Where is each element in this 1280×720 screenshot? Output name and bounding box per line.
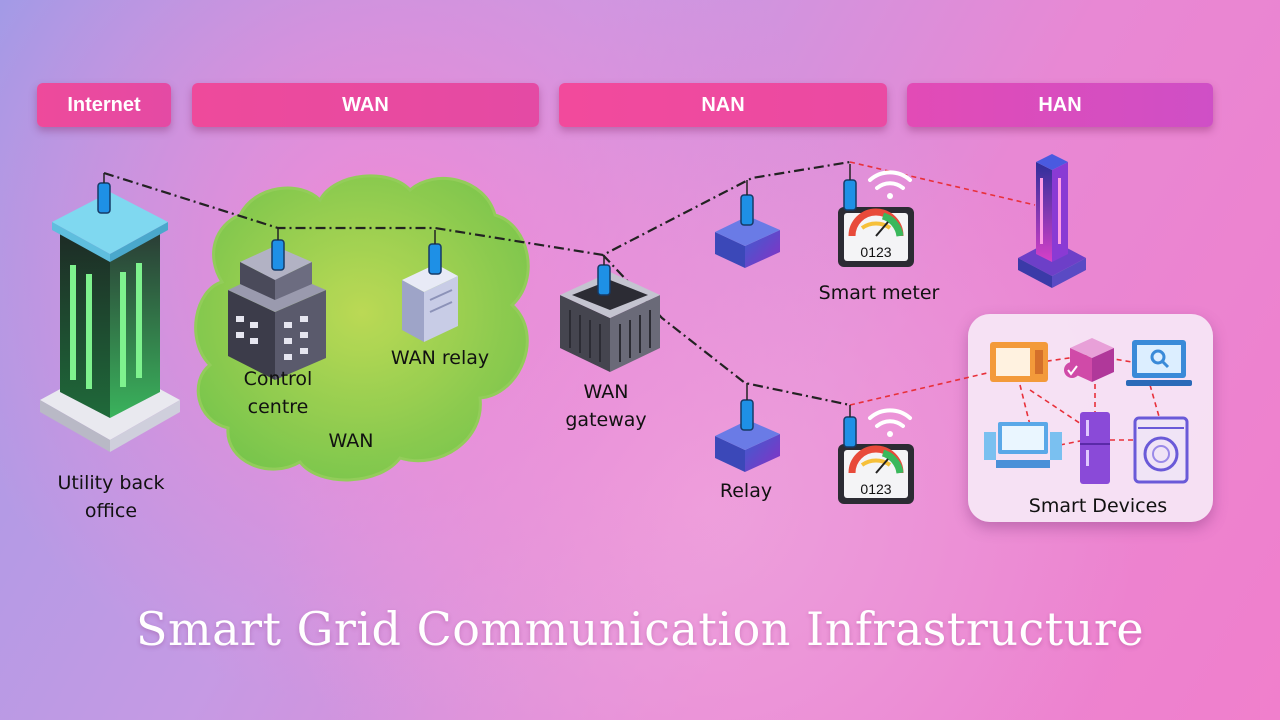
- han-tower-icon: [1018, 154, 1086, 288]
- relay-icon-bottom: [715, 420, 780, 472]
- meter-reading-bottom: 0123: [860, 481, 891, 497]
- antenna-icons: [97, 164, 857, 448]
- relay-icon-top: [715, 216, 780, 268]
- label-smart-devices: Smart Devices: [1028, 495, 1168, 517]
- gateway-icon: [560, 272, 660, 372]
- washer-icon: [1133, 416, 1189, 484]
- label-relay: Relay: [719, 480, 773, 502]
- laptop-icon: [1126, 340, 1192, 386]
- server-icon: [402, 264, 458, 342]
- tv-icon: [984, 422, 1062, 468]
- label-utility-back-office: Utility back office: [57, 472, 165, 522]
- smart-meter-icon-bottom: [838, 444, 914, 504]
- band-internet: Internet: [37, 83, 171, 127]
- label-control-centre: Control centre: [243, 368, 313, 418]
- wifi-icon-bottom: [868, 408, 912, 437]
- building-icon: [228, 246, 326, 380]
- microwave-icon: [990, 342, 1048, 382]
- label-smart-meter: Smart meter: [818, 282, 940, 304]
- tower-icon: [40, 192, 180, 452]
- label-wan-gateway: WAN gateway: [565, 381, 647, 431]
- band-nan: NAN: [559, 83, 887, 127]
- box-icon: [1064, 338, 1114, 382]
- band-han: HAN: [907, 83, 1213, 127]
- meter-reading-top: 0123: [860, 244, 891, 260]
- fridge-icon: [1080, 412, 1110, 484]
- page-title: Smart Grid Communication Infrastructure: [135, 602, 1145, 656]
- smart-meter-icon-top: [838, 207, 914, 267]
- label-wan-relay: WAN relay: [390, 347, 490, 369]
- band-wan: WAN: [192, 83, 539, 127]
- wifi-icon-top: [868, 170, 912, 199]
- label-wan-cloud: WAN: [328, 430, 374, 452]
